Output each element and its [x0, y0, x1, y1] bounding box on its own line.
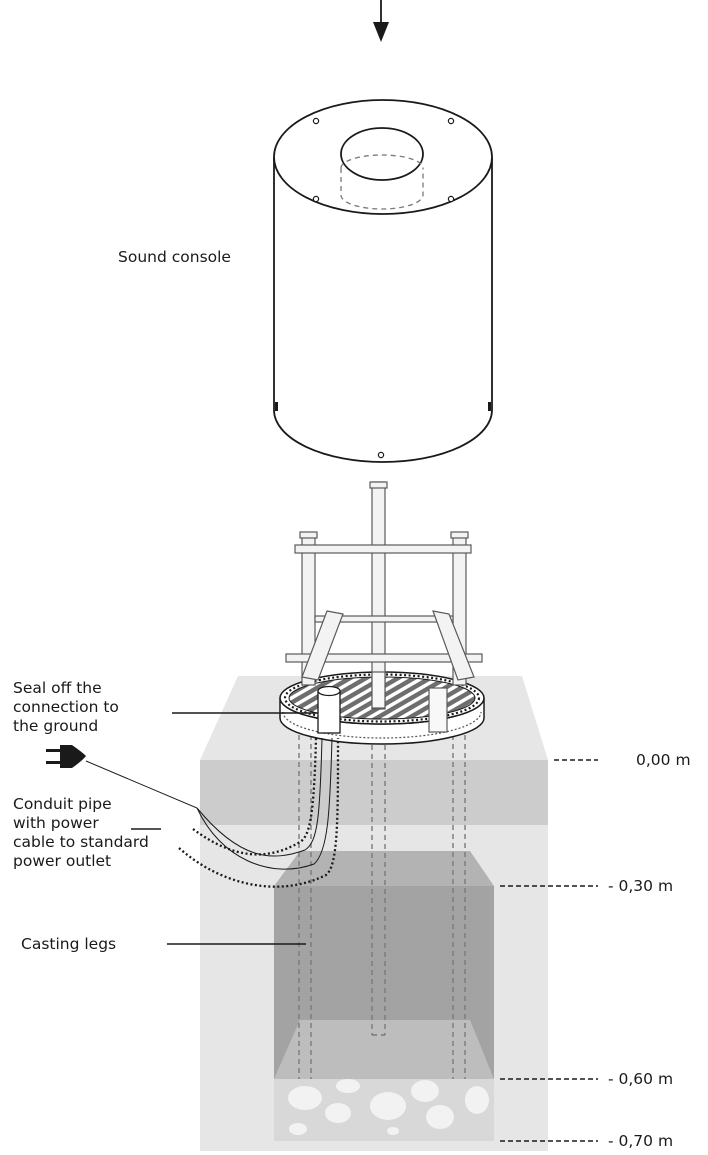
depth-label-1: - 0,30 m: [608, 877, 674, 895]
console-hole: [340, 127, 424, 181]
ring-dotted-line: [282, 711, 482, 739]
depth-label-3: - 0,70 m: [608, 1132, 674, 1150]
console-screw-holes: [312, 117, 455, 459]
power-cable: [85, 737, 340, 888]
cable-lower: [196, 737, 333, 870]
depth-markers: [500, 759, 598, 1142]
label-conduit: Conduit pipe with power cable to standar…: [13, 795, 149, 871]
label-conduit-line-1: Conduit pipe: [13, 795, 112, 813]
stones: [288, 1079, 489, 1135]
console-hole-dashed-top: [340, 154, 424, 169]
leader-lines: [131, 712, 318, 945]
pit-top-face: [274, 851, 494, 886]
conduit-dotted-top: [192, 737, 318, 856]
console-body: [273, 157, 493, 463]
console-bottom-pins: [275, 402, 491, 411]
label-casting-legs: Casting legs: [21, 935, 117, 953]
sound-console: [273, 99, 493, 463]
down-arrow-icon: [373, 0, 389, 42]
depth-label-2: - 0,60 m: [608, 1070, 674, 1088]
pit-back-wall: [274, 1020, 494, 1079]
console-hole-dashed: [340, 168, 424, 210]
label-conduit-line-2: with power: [13, 814, 99, 832]
conduit-pipe-end: [317, 685, 341, 734]
casting-legs: [298, 735, 466, 1079]
label-seal-line-2: connection to: [13, 698, 119, 716]
label-sound-console: Sound console: [118, 248, 231, 266]
mounting-frame: [285, 481, 483, 733]
label-seal-line-3: the ground: [13, 717, 99, 735]
ground-block: [200, 676, 548, 1151]
depth-label-0: 0,00 m: [636, 751, 691, 769]
conduit-dotted-bottom: [178, 737, 340, 888]
label-conduit-line-4: power outlet: [13, 852, 112, 870]
power-plug-icon: [46, 745, 86, 768]
cable-upper: [85, 737, 323, 857]
label-seal: Seal off the connection to the ground: [13, 679, 119, 736]
top-slab: [200, 760, 548, 825]
label-conduit-line-3: cable to standard: [13, 833, 149, 851]
label-seal-line-1: Seal off the: [13, 679, 102, 697]
